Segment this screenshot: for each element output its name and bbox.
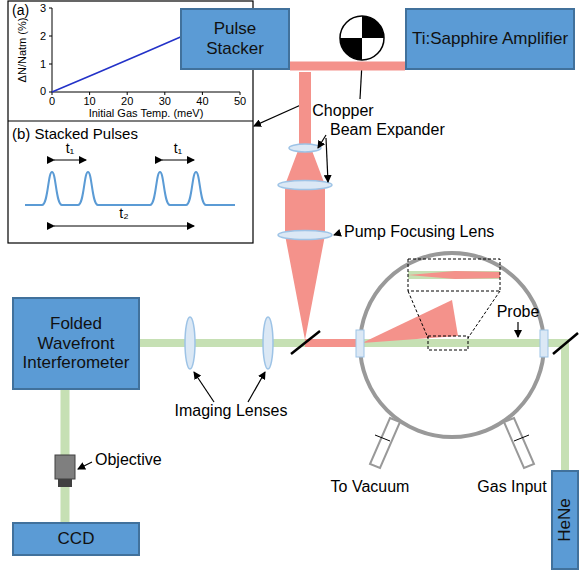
part-label: Probe bbox=[497, 303, 540, 321]
instrument-box: CCD bbox=[12, 522, 140, 556]
part-label: Chopper bbox=[312, 102, 373, 120]
panel-letter: (a) bbox=[12, 3, 29, 18]
box-label: Ti:Sapphire Amplifier bbox=[412, 29, 568, 49]
box-label: Pulse Stacker bbox=[186, 19, 284, 58]
box-label: CCD bbox=[58, 529, 95, 549]
mirror bbox=[291, 331, 320, 354]
tick-label: 50 bbox=[234, 95, 246, 107]
vacuum-chamber bbox=[360, 253, 544, 437]
beam-connector bbox=[290, 62, 405, 71]
tick-label: 2 bbox=[40, 30, 46, 42]
tick-label: 20 bbox=[121, 95, 133, 107]
part-label: To Vacuum bbox=[331, 478, 410, 496]
time-label: t₂ bbox=[119, 206, 128, 221]
tick-label: 0 bbox=[49, 95, 55, 107]
instrument-box: Folded Wavefront Interferometer bbox=[12, 297, 140, 390]
tick-label: 0 bbox=[40, 85, 46, 97]
zoom-inset bbox=[408, 259, 500, 350]
tick-label: 3 bbox=[40, 2, 46, 14]
time-label: t₁ bbox=[174, 141, 183, 156]
panel-title: (b) Stacked Pulses bbox=[12, 126, 138, 143]
tick-label: 30 bbox=[159, 95, 171, 107]
axis-title: Initial Gas Temp. (meV) bbox=[89, 107, 204, 119]
tick-label: 40 bbox=[196, 95, 208, 107]
instrument-box: Ti:Sapphire Amplifier bbox=[405, 8, 575, 70]
tick-label: 1 bbox=[40, 58, 46, 70]
time-label: t₁ bbox=[66, 141, 75, 156]
part-label: Beam Expander bbox=[330, 121, 445, 139]
mirror bbox=[553, 333, 578, 354]
pulse-train bbox=[25, 172, 235, 205]
instrument-box: HeNe bbox=[551, 470, 579, 570]
box-label: Folded Wavefront Interferometer bbox=[18, 314, 134, 373]
objective-lens bbox=[55, 455, 75, 487]
probe-beam bbox=[140, 343, 565, 470]
instrument-box: Pulse Stacker bbox=[180, 8, 290, 70]
tick-label: 10 bbox=[83, 95, 95, 107]
chopper-wheel bbox=[340, 16, 384, 60]
part-label: Imaging Lenses bbox=[175, 402, 288, 420]
axis-title: ΔN/Natm (%) bbox=[16, 18, 28, 83]
part-label: Objective bbox=[95, 451, 162, 469]
part-label: Pump Focusing Lens bbox=[344, 223, 494, 241]
box-label: HeNe bbox=[555, 498, 575, 541]
lenses bbox=[185, 144, 332, 369]
part-label: Gas Input bbox=[477, 478, 546, 496]
